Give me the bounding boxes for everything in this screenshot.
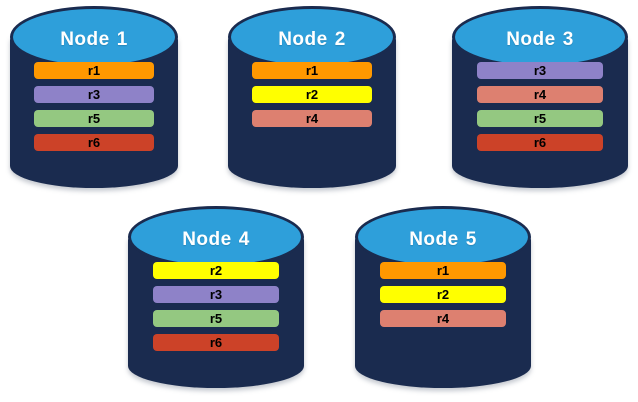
record-list: r3 r4 r5 r6 <box>452 62 628 151</box>
record-label: r4 <box>436 311 450 326</box>
record-label: r2 <box>436 287 450 302</box>
record-bar-r1[interactable]: r1 <box>379 262 507 279</box>
database-node-4[interactable]: Node 4 r2 r3 r5 r6 <box>128 206 304 388</box>
record-bar-r6[interactable]: r6 <box>476 134 604 151</box>
database-node-5[interactable]: Node 5 r1 r2 r4 <box>355 206 531 388</box>
node-number: 4 <box>238 229 250 250</box>
record-bar-r3[interactable]: r3 <box>476 62 604 79</box>
record-bar-r2[interactable]: r2 <box>379 286 507 303</box>
record-label: r3 <box>87 87 101 102</box>
record-list: r1 r2 r4 <box>355 262 531 327</box>
record-bar-r4[interactable]: r4 <box>379 310 507 327</box>
record-bar-r1[interactable]: r1 <box>251 62 373 79</box>
database-node-2[interactable]: Node 2 r1 r2 r4 <box>228 6 396 188</box>
node-title: Node 2 <box>278 29 346 51</box>
record-label: r4 <box>533 87 547 102</box>
record-bar-r3[interactable]: r3 <box>152 286 280 303</box>
record-bar-r1[interactable]: r1 <box>33 62 155 79</box>
node-label-text: Node <box>60 29 110 50</box>
node-label-text: Node <box>278 29 328 50</box>
node-number: 3 <box>562 29 574 50</box>
record-bar-r4[interactable]: r4 <box>476 86 604 103</box>
record-bar-r3[interactable]: r3 <box>33 86 155 103</box>
node-title: Node 1 <box>60 29 128 51</box>
record-label: r5 <box>209 311 223 326</box>
record-label: r2 <box>305 87 319 102</box>
database-node-1[interactable]: Node 1 r1 r3 r5 r6 <box>10 6 178 188</box>
node-label-text: Node <box>506 29 556 50</box>
node-label-text: Node <box>409 229 459 250</box>
node-title: Node 3 <box>506 29 574 51</box>
record-list: r1 r3 r5 r6 <box>10 62 178 151</box>
record-label: r6 <box>87 135 101 150</box>
record-bar-r2[interactable]: r2 <box>251 86 373 103</box>
node-number: 2 <box>334 29 346 50</box>
record-label: r3 <box>533 63 547 78</box>
cylinder-top-ellipse: Node 5 <box>355 206 531 268</box>
record-label: r2 <box>209 263 223 278</box>
record-label: r6 <box>533 135 547 150</box>
record-bar-r5[interactable]: r5 <box>33 110 155 127</box>
record-bar-r2[interactable]: r2 <box>152 262 280 279</box>
record-label: r1 <box>305 63 319 78</box>
node-title: Node 4 <box>182 229 250 251</box>
node-number: 5 <box>465 229 477 250</box>
record-label: r1 <box>436 263 450 278</box>
record-label: r1 <box>87 63 101 78</box>
record-bar-r6[interactable]: r6 <box>33 134 155 151</box>
record-label: r5 <box>533 111 547 126</box>
record-bar-r6[interactable]: r6 <box>152 334 280 351</box>
node-label-text: Node <box>182 229 232 250</box>
cylinder-top-ellipse: Node 3 <box>452 6 628 68</box>
node-number: 1 <box>116 29 128 50</box>
record-list: r2 r3 r5 r6 <box>128 262 304 351</box>
record-label: r4 <box>305 111 319 126</box>
record-bar-r5[interactable]: r5 <box>152 310 280 327</box>
record-label: r3 <box>209 287 223 302</box>
cylinder-top-ellipse: Node 1 <box>10 6 178 68</box>
cylinder-top-ellipse: Node 2 <box>228 6 396 68</box>
record-bar-r4[interactable]: r4 <box>251 110 373 127</box>
record-list: r1 r2 r4 <box>228 62 396 127</box>
database-node-3[interactable]: Node 3 r3 r4 r5 r6 <box>452 6 628 188</box>
record-label: r6 <box>209 335 223 350</box>
record-label: r5 <box>87 111 101 126</box>
node-title: Node 5 <box>409 229 477 251</box>
record-bar-r5[interactable]: r5 <box>476 110 604 127</box>
cylinder-top-ellipse: Node 4 <box>128 206 304 268</box>
